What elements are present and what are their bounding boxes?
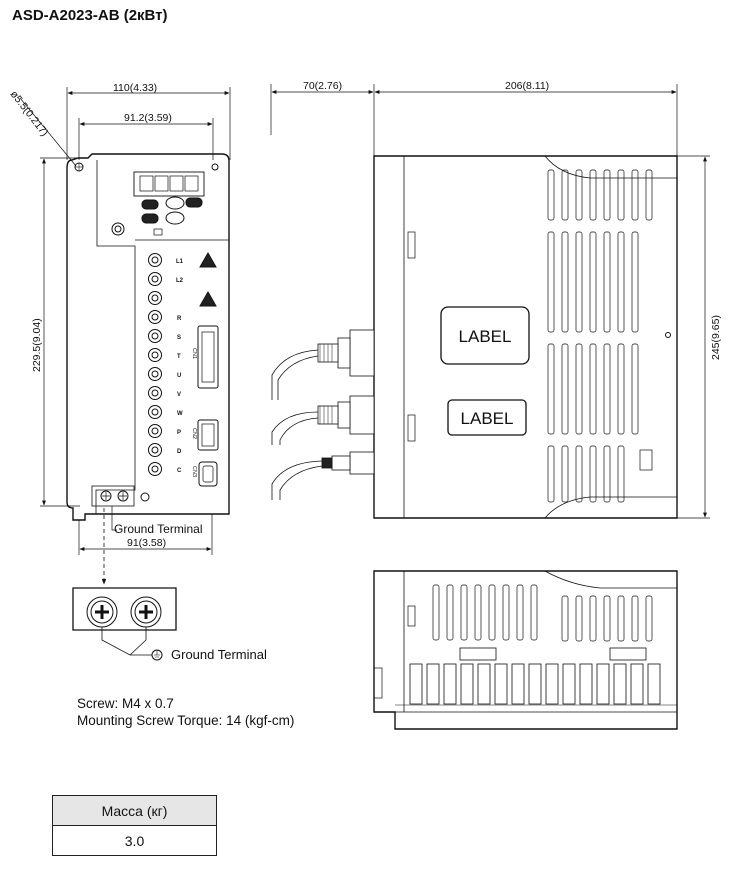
connector-label-cn1: CN1 [191,348,197,359]
terminal-label-d: D [177,449,182,455]
terminal-block [148,253,162,476]
front-view: 110(4.33) 91.2(3.59) ø5.5(0.217) 229.5(9… [8,82,231,585]
page-title: ASD-A2023-AB (2кВт) [12,7,168,24]
dim-width-overall: 110(4.33) [113,82,157,94]
dim-width-bottom: 91(3.58) [127,537,166,549]
terminal-label-p: P [177,430,181,436]
note-screw: Screw: M4 x 0.7 [77,696,174,711]
terminal-label-r: R [177,316,182,322]
mass-table: Масса (кг) 3.0 [52,795,217,856]
side-view: 70(2.76) 206(8.11) 245(9.65) [270,80,722,519]
dim-hole-diameter: ø5.5(0.217) [8,88,51,138]
terminal-label-s: S [177,335,181,341]
mass-table-header: Масса (кг) [52,795,217,826]
connector-block [197,325,219,487]
label-box-1: LABEL [459,327,512,346]
dim-width-holes: 91.2(3.59) [124,112,172,124]
ground-terminal-detail-label: Ground Terminal [171,647,267,662]
connector-label-cn3: CN3 [191,466,197,477]
dim-side-height: 245(9.65) [710,315,722,360]
terminal-label-t: T [177,354,181,360]
ground-terminal-detail: Ground Terminal [72,587,267,662]
terminal-label-w: W [177,411,183,417]
dim-side-front-depth: 70(2.76) [303,80,342,92]
terminal-label-v: V [177,392,181,398]
dim-height-holes: 229.5(9.04) [31,318,43,372]
label-box-2: LABEL [461,409,514,428]
side-vents [547,169,653,503]
note-torque: Mounting Screw Torque: 14 (kgf-cm) [77,713,295,728]
connector-label-cn2: CN2 [191,428,197,439]
dim-side-depth: 206(8.11) [505,80,549,92]
mass-table-value: 3.0 [52,825,217,856]
terminal-label-u: U [177,373,181,379]
bottom-view [373,570,678,730]
cable-plugs [271,329,375,500]
terminal-label-l2: L2 [176,278,184,284]
ground-terminal-label: Ground Terminal [114,522,203,536]
terminal-label-c: C [177,468,182,474]
terminal-label-l1: L1 [176,259,184,265]
